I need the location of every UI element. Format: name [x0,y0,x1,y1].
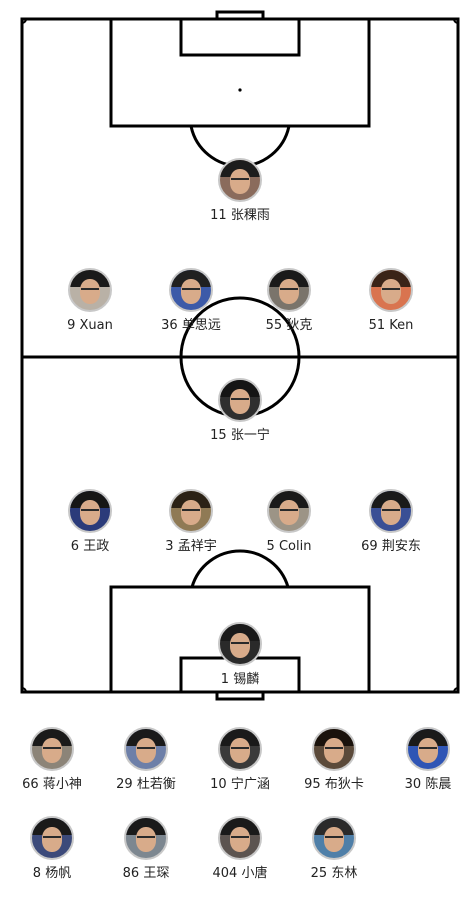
lineup-player[interactable]: 9 Xuan [30,268,150,334]
player-name-label: 95 布狄卡 [304,777,364,792]
player-name-label: 404 小唐 [212,866,268,881]
player-name-label: 3 孟祥宇 [165,539,217,554]
player-name-label: 8 杨帆 [32,866,72,881]
player-name-label: 1 锡麟 [220,672,260,687]
bench-player[interactable]: 86 王琛 [86,816,206,882]
bench-player[interactable]: 10 宁广涵 [180,727,300,793]
top-goal-area [179,17,301,57]
bench-player[interactable]: 404 小唐 [180,816,300,882]
player-avatar [218,816,262,860]
lineup-player[interactable]: 36 单思远 [131,268,251,334]
bench-player[interactable]: 29 杜若衡 [86,727,206,793]
lineup-player[interactable]: 11 张稞雨 [180,158,300,224]
player-avatar [30,727,74,771]
player-name-label: 25 东林 [310,866,358,881]
player-avatar [68,268,112,312]
bench-player[interactable]: 8 杨帆 [0,816,112,882]
player-avatar [124,816,168,860]
player-avatar [267,268,311,312]
player-avatar [312,816,356,860]
lineup-player[interactable]: 1 锡麟 [180,622,300,688]
player-avatar [406,727,450,771]
player-name-label: 29 杜若衡 [116,777,176,792]
lineup-player[interactable]: 5 Colin [229,489,349,555]
lineup-player[interactable]: 3 孟祥宇 [131,489,251,555]
lineup-player[interactable]: 15 张一宁 [180,378,300,444]
player-avatar [369,268,413,312]
player-avatar [267,489,311,533]
player-name-label: 9 Xuan [67,318,113,333]
player-avatar [218,158,262,202]
player-avatar [169,489,213,533]
top-penalty-area [109,17,371,128]
bench-player[interactable]: 25 东林 [274,816,394,882]
penalty-spot [238,88,242,92]
lineup-player[interactable]: 51 Ken [331,268,451,334]
lineup-player[interactable]: 69 荆安东 [331,489,451,555]
player-name-label: 86 王琛 [122,866,170,881]
player-avatar [218,727,262,771]
lineup-player[interactable]: 55 狄克 [229,268,349,334]
player-avatar [124,727,168,771]
bottom-goal [215,690,265,701]
player-avatar [68,489,112,533]
bench-player[interactable]: 95 布狄卡 [274,727,394,793]
player-name-label: 11 张稞雨 [210,208,270,223]
player-avatar [218,622,262,666]
player-name-label: 55 狄克 [265,318,313,333]
bottom-penalty-arc [190,549,290,588]
player-avatar [30,816,74,860]
player-avatar [312,727,356,771]
bench-player[interactable]: 30 陈晨 [368,727,475,793]
player-name-label: 51 Ken [368,318,414,333]
player-name-label: 30 陈晨 [404,777,452,792]
bench-player[interactable]: 66 蒋小神 [0,727,112,793]
player-name-label: 69 荆安东 [361,539,421,554]
player-avatar [169,268,213,312]
player-name-label: 66 蒋小神 [22,777,82,792]
player-avatar [369,489,413,533]
player-name-label: 6 王政 [70,539,110,554]
player-name-label: 15 张一宁 [210,428,270,443]
player-name-label: 5 Colin [266,539,312,554]
player-name-label: 10 宁广涵 [210,777,270,792]
player-name-label: 36 单思远 [161,318,221,333]
player-avatar [218,378,262,422]
lineup-player[interactable]: 6 王政 [30,489,150,555]
